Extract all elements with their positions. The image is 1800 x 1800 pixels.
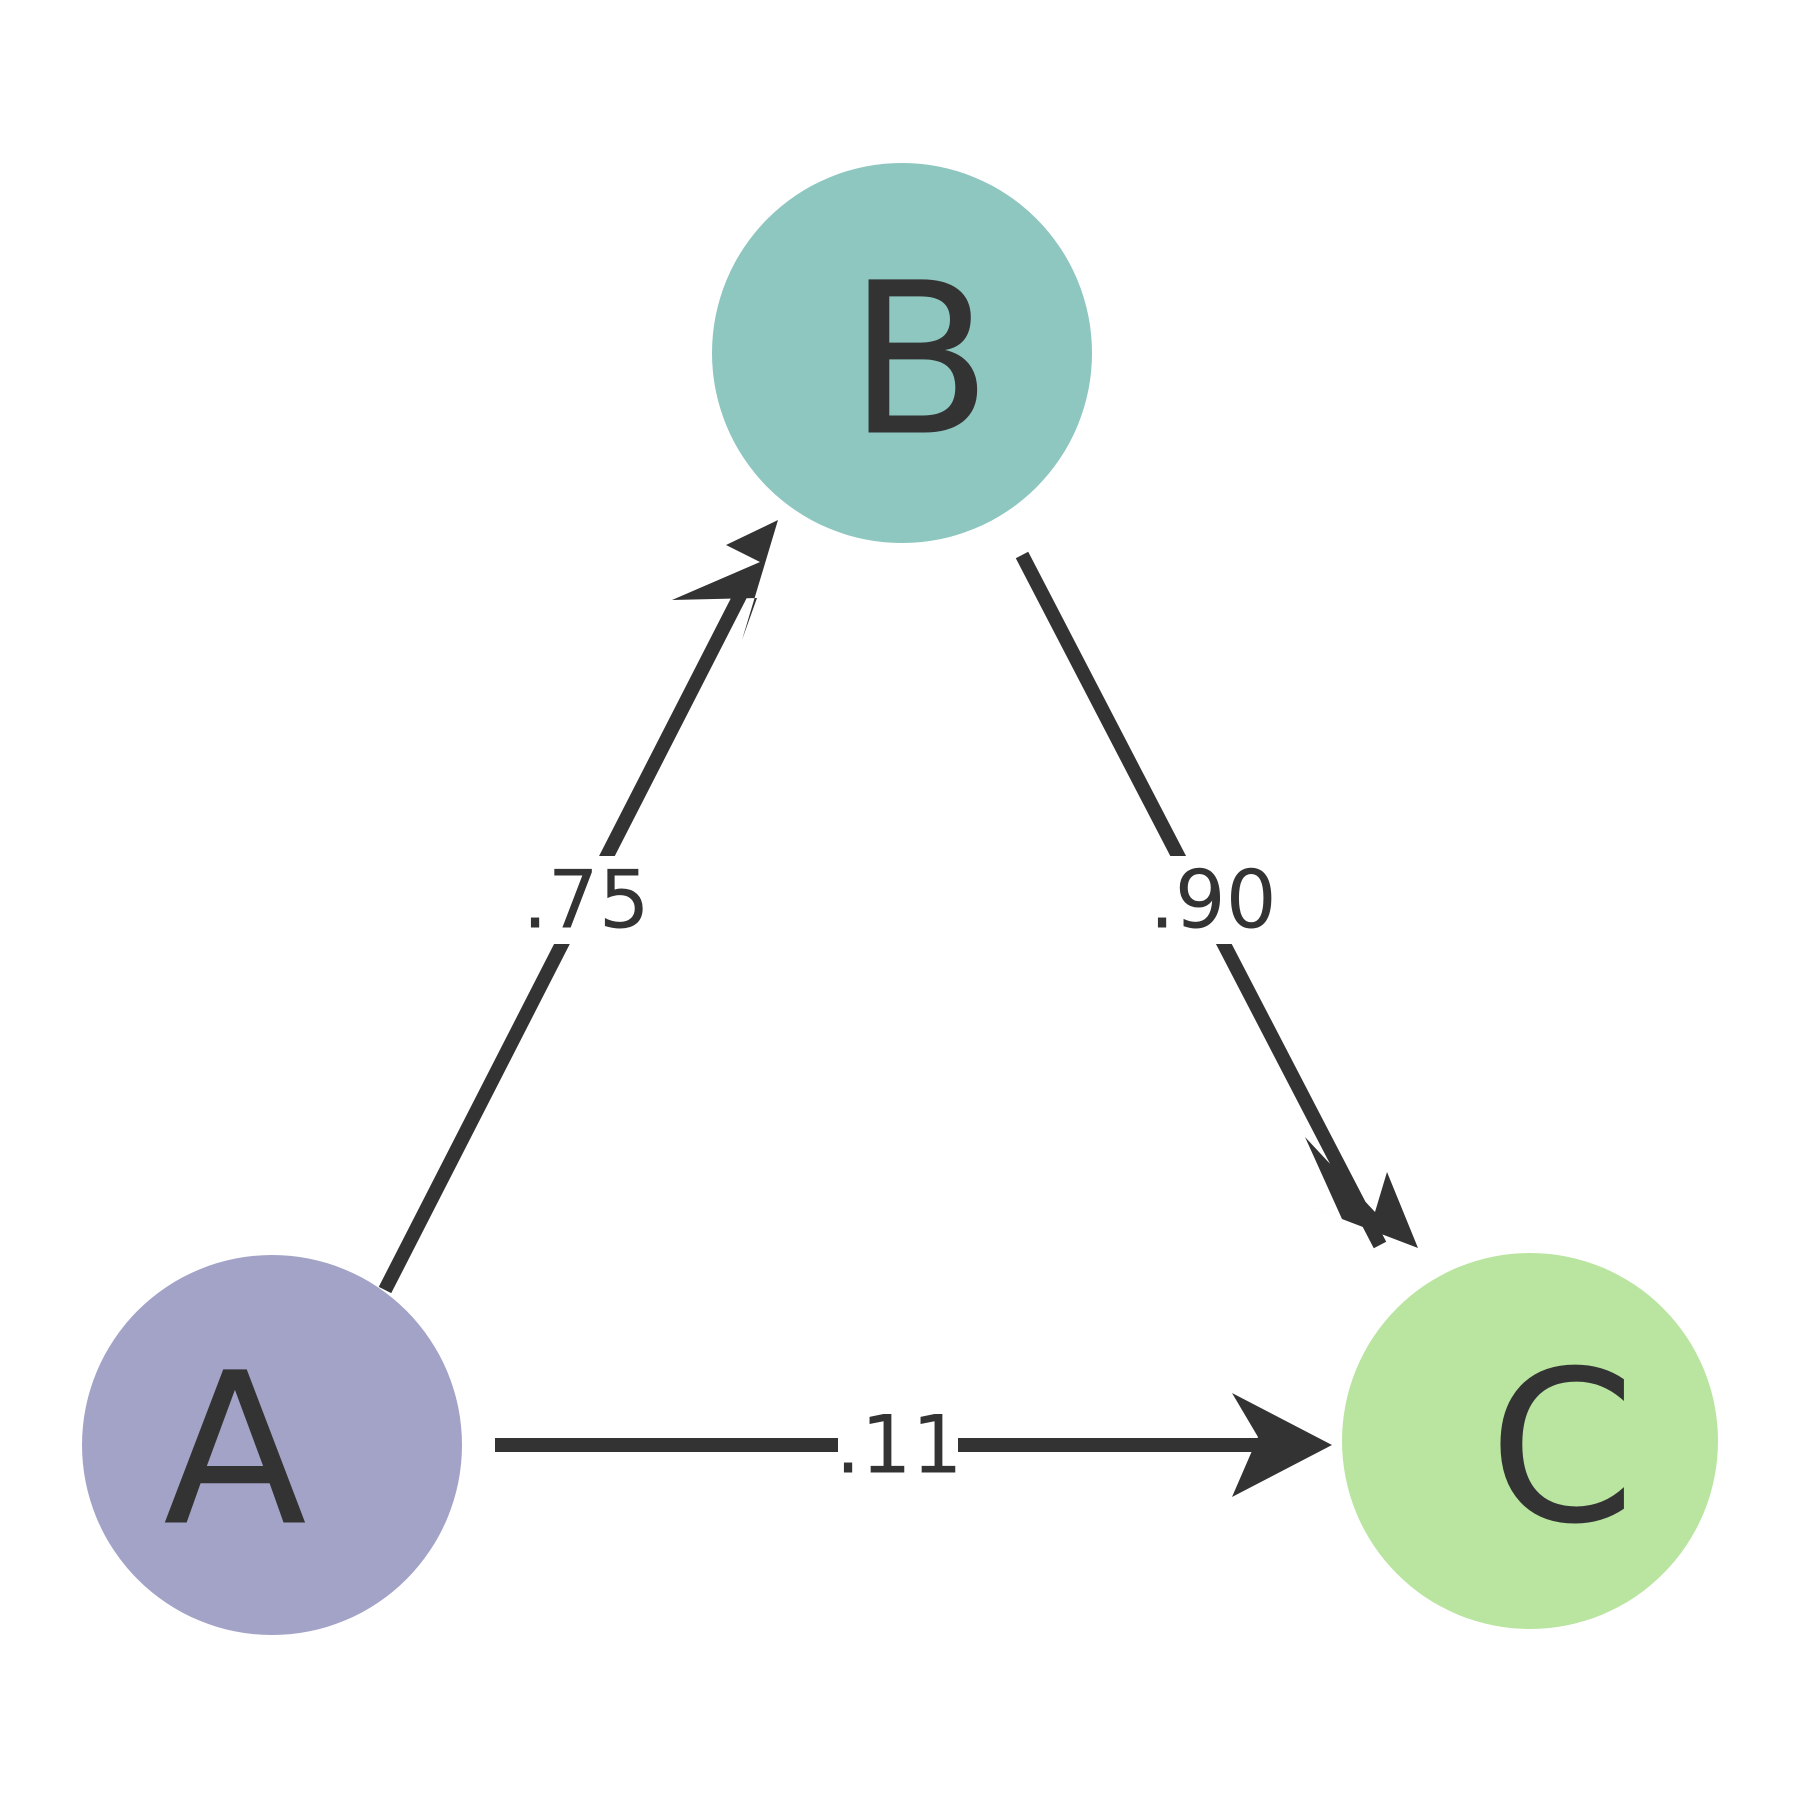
edge-b-to-c-label: .90 <box>1149 854 1276 947</box>
edge-b-to-c-arrowhead <box>1300 1137 1418 1248</box>
edge-a-to-b-label-bg <box>534 856 638 944</box>
node-b-circle <box>712 163 1092 543</box>
edge-b-to-c-label-bg <box>1161 856 1265 944</box>
edge-a-to-b-label: .75 <box>522 854 649 947</box>
node-c[interactable]: C <box>1342 1253 1718 1629</box>
edge-a-to-b[interactable]: .75 <box>378 520 778 1294</box>
edge-a-to-c-arrowhead <box>1232 1393 1332 1497</box>
edge-a-to-c[interactable]: .11 <box>495 1393 1332 1497</box>
node-a-circle <box>82 1255 462 1635</box>
node-a[interactable]: A <box>82 1255 462 1635</box>
edge-b-to-c[interactable]: .90 <box>1015 551 1418 1249</box>
edge-a-to-c-label: .11 <box>835 1399 962 1492</box>
node-c-label: C <box>1489 1326 1636 1571</box>
node-a-label: A <box>163 1328 307 1573</box>
edge-a-to-b-arrowhead <box>672 520 778 640</box>
node-c-circle <box>1342 1253 1718 1629</box>
edge-a-to-c-label-bg <box>838 1400 958 1490</box>
node-b[interactable]: B <box>712 163 1092 543</box>
node-b-label: B <box>848 238 992 483</box>
